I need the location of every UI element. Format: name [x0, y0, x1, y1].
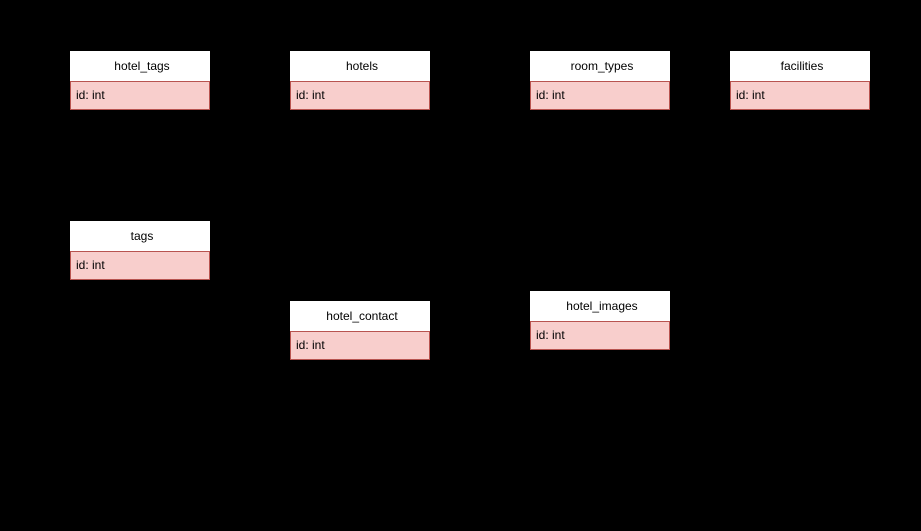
entity-title: hotel_tags	[70, 51, 210, 81]
entity-tags[interactable]: tags id: int	[70, 221, 210, 280]
entity-title: room_types	[530, 51, 670, 81]
entity-title: hotels	[290, 51, 430, 81]
entity-field-row: id: int	[290, 81, 430, 110]
entity-field-row: id: int	[530, 321, 670, 350]
entity-field-row: id: int	[730, 81, 870, 110]
entity-room-types[interactable]: room_types id: int	[530, 51, 670, 110]
entity-title: tags	[70, 221, 210, 251]
entity-field-row: id: int	[530, 81, 670, 110]
entity-hotel-tags[interactable]: hotel_tags id: int	[70, 51, 210, 110]
entity-facilities[interactable]: facilities id: int	[730, 51, 870, 110]
entity-title: hotel_contact	[290, 301, 430, 331]
entity-field-row: id: int	[70, 81, 210, 110]
entity-title: hotel_images	[530, 291, 670, 321]
entity-hotel-contact[interactable]: hotel_contact id: int	[290, 301, 430, 360]
entity-title: facilities	[730, 51, 870, 81]
entity-field-row: id: int	[290, 331, 430, 360]
entity-hotel-images[interactable]: hotel_images id: int	[530, 291, 670, 350]
entity-hotels[interactable]: hotels id: int	[290, 51, 430, 110]
entity-field-row: id: int	[70, 251, 210, 280]
